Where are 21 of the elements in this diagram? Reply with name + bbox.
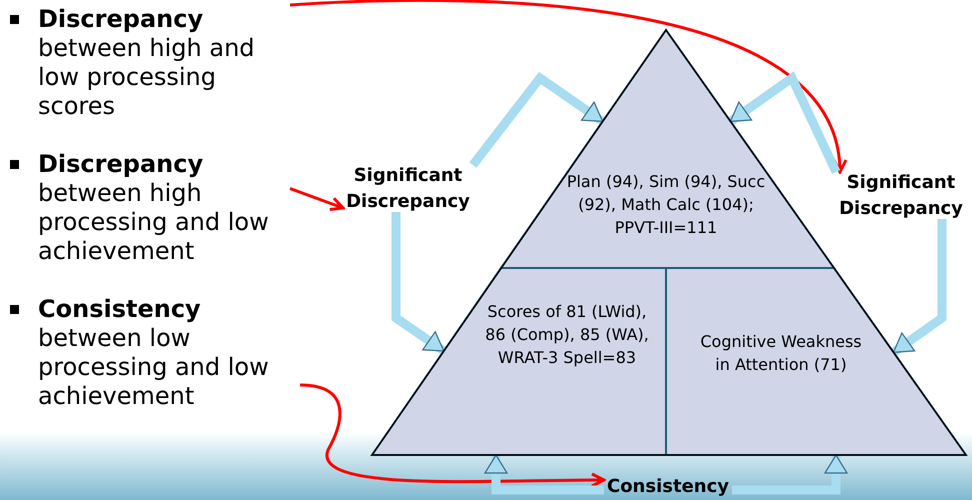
side-label: Significant Discrepancy xyxy=(830,170,972,222)
bullet-heading: Consistency xyxy=(38,295,202,324)
bullet-heading: Discrepancy xyxy=(38,150,204,179)
arrow xyxy=(300,384,606,488)
bottom-label: Consistency xyxy=(604,474,732,500)
arrow xyxy=(289,187,345,211)
score-text: Scores of 81 (LWid), 86 (Comp), 85 (WA), WRAT-3 Spell=83 xyxy=(484,301,650,369)
score-text: Plan (94), Sim (94), Succ (92), Math Calc (104); PPVT-III=111 xyxy=(566,171,766,239)
bullet-text: between high and low processing scores xyxy=(38,34,256,121)
block-arrow xyxy=(392,212,446,355)
block-arrow xyxy=(890,219,946,356)
score-text: Cognitive Weakness in Attention (71) xyxy=(699,331,863,376)
side-label: Significant Discrepancy xyxy=(338,163,478,215)
bullet-text: between high processing and low achievement xyxy=(38,179,270,266)
block-arrow xyxy=(484,454,604,494)
bullet-text: between low processing and low achievement xyxy=(38,324,270,411)
block-arrow xyxy=(469,72,606,168)
block-arrow xyxy=(732,454,848,494)
bullet-heading: Discrepancy xyxy=(38,5,204,34)
block-arrow xyxy=(728,71,840,174)
arrow xyxy=(290,0,846,174)
